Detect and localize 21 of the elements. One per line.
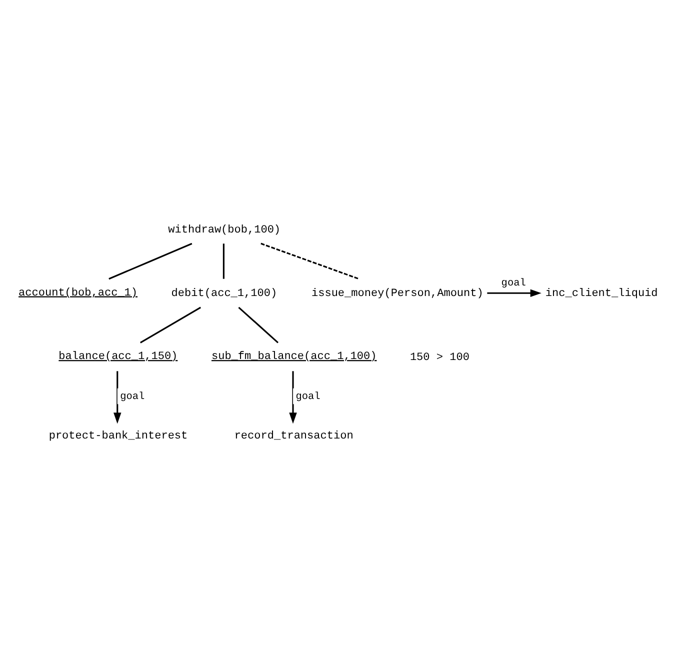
arrow (289, 370, 297, 424)
node-text: record_transaction (234, 430, 354, 442)
node-text: protect-bank_interest (48, 430, 188, 442)
connector (238, 306, 279, 343)
label: 150 > 100 (410, 351, 470, 364)
connector (222, 243, 224, 278)
node-text: issue_money(Person,Amount) (312, 288, 484, 300)
node-text: account(bob,acc_1) (18, 286, 138, 299)
edge-label: goal (120, 390, 145, 402)
arrow (487, 288, 542, 296)
connector (140, 306, 202, 343)
node-text: withdraw(bob,100) (168, 224, 281, 236)
node-text: debit(acc_1,100) (171, 288, 278, 300)
edge-label: goal (296, 390, 320, 402)
connector (260, 242, 360, 280)
node-text: sub_fm_balance(acc_1,100) (211, 350, 377, 363)
connector (108, 242, 192, 280)
edge-label: goal (501, 277, 526, 290)
node-text: inc_client_liquid (545, 288, 658, 300)
arrow (114, 370, 122, 424)
node-text: balance(acc_1,150) (58, 350, 178, 363)
